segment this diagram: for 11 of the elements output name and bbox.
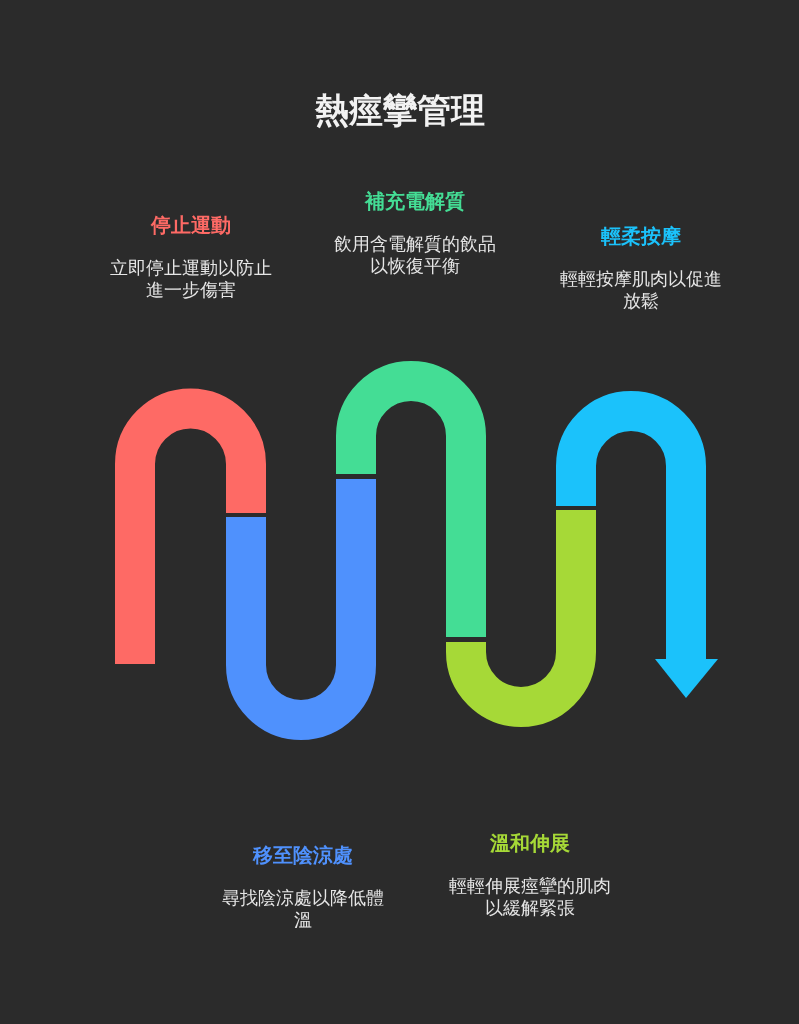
step-heading: 移至陰涼處 (253, 842, 353, 868)
step-description: 尋找陰涼處以降低體溫 (221, 887, 385, 931)
step-heading: 輕柔按摩 (601, 223, 681, 249)
step-heading: 停止運動 (151, 212, 231, 238)
step-description: 輕輕按摩肌肉以促進放鬆 (559, 268, 723, 312)
diagram-title: 熱痙攣管理 (314, 89, 485, 132)
step-description: 輕輕伸展痙攣的肌肉以緩解緊張 (448, 875, 612, 919)
step-heading: 溫和伸展 (490, 830, 570, 856)
step-description: 立即停止運動以防止進一步傷害 (109, 257, 273, 301)
step-heading: 補充電解質 (365, 188, 465, 214)
step-description: 飲用含電解質的飲品以恢復平衡 (333, 233, 497, 277)
